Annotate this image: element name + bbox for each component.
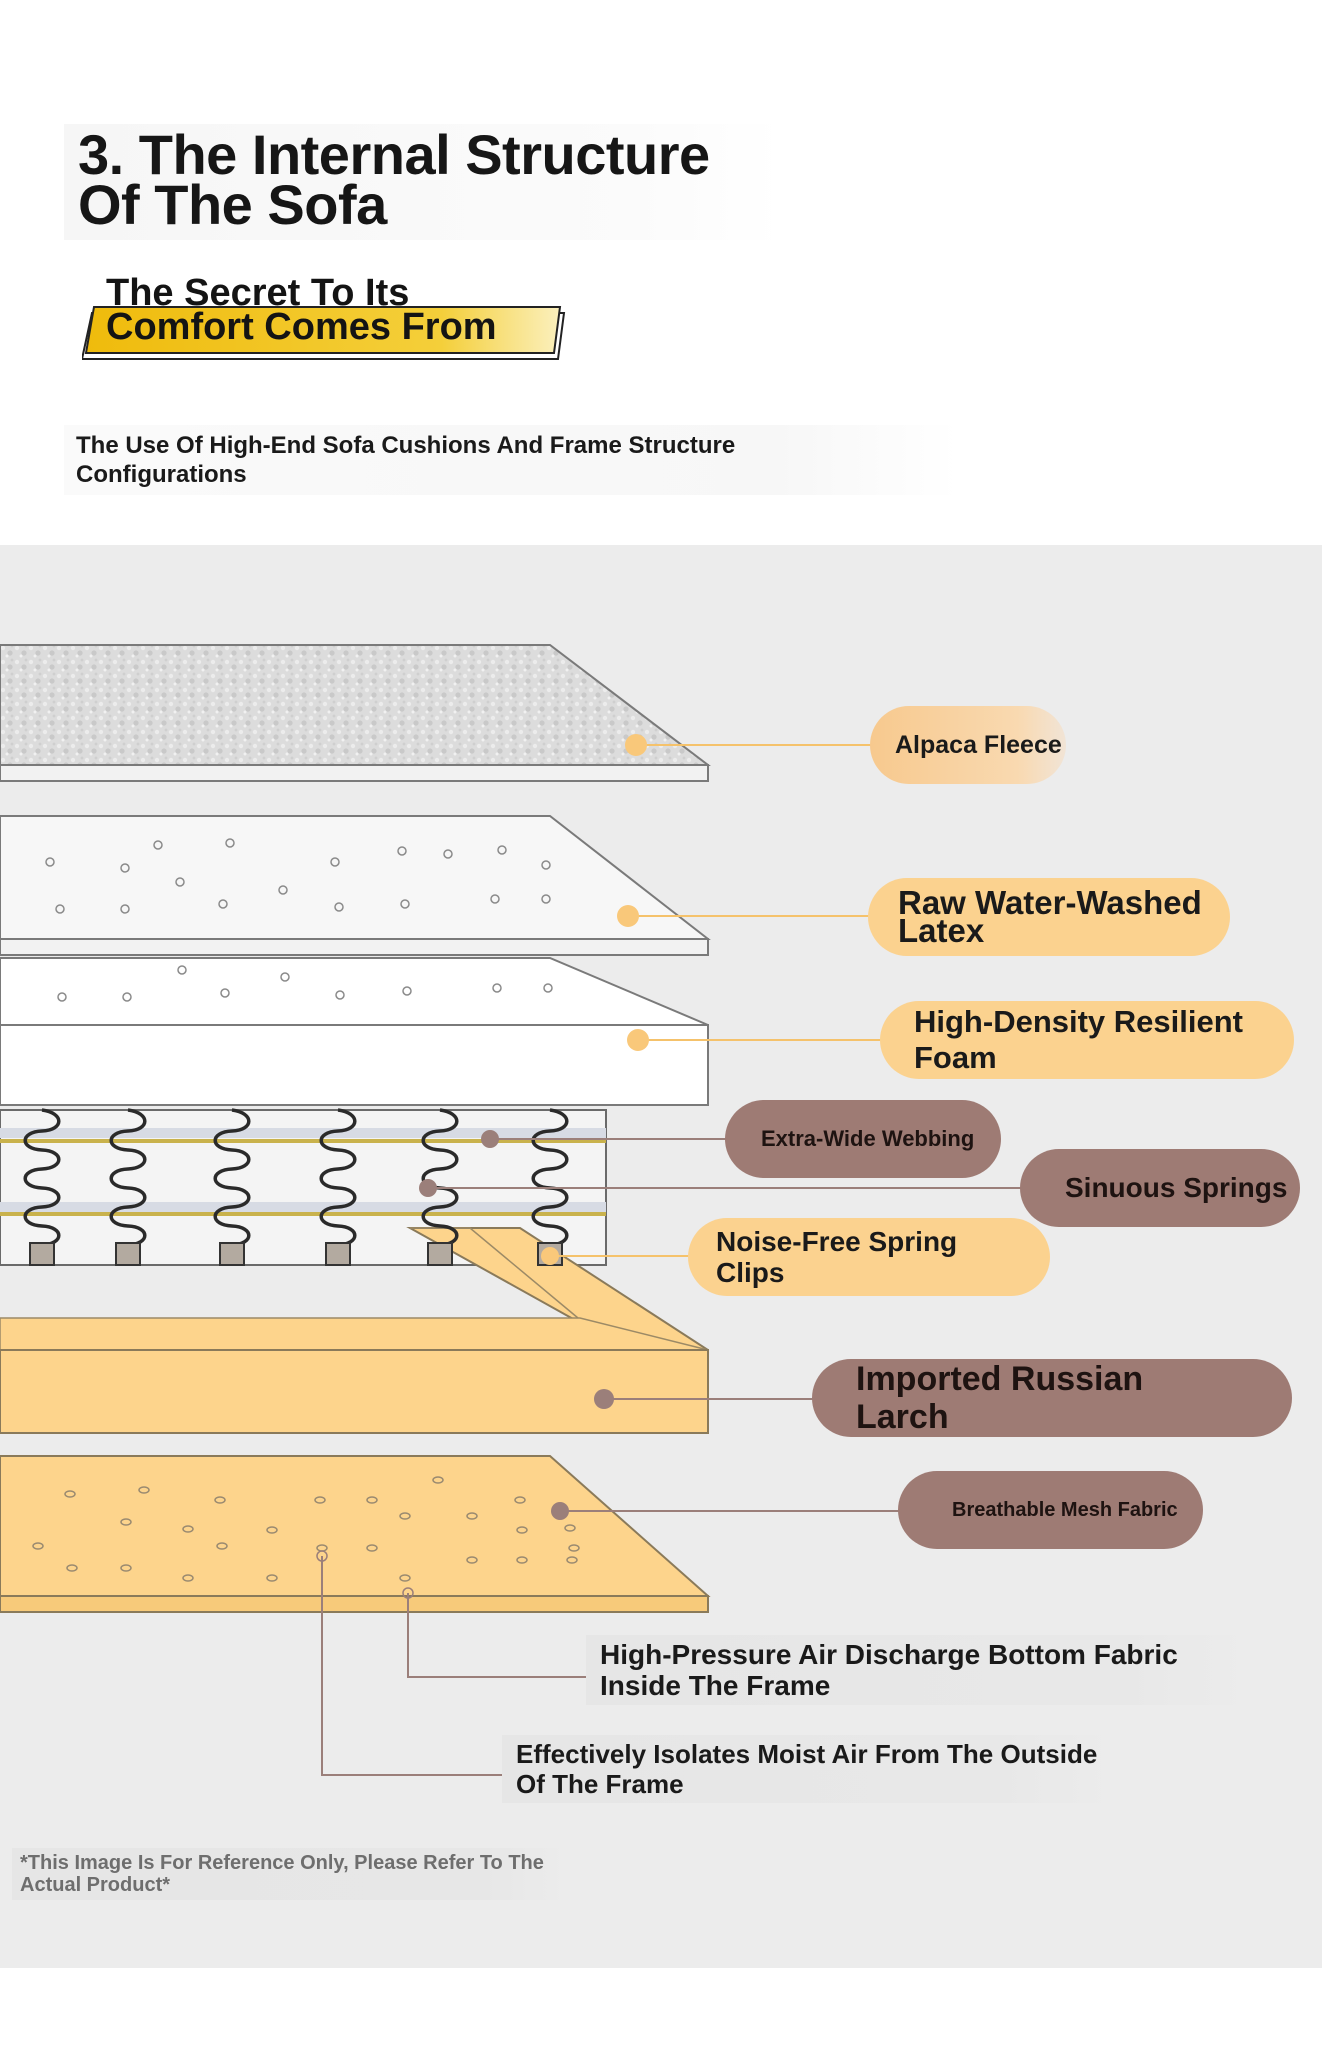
spring-clip: [325, 1242, 351, 1266]
subtitle-line-2: Configurations: [76, 461, 247, 488]
leader-dot-foam: [627, 1029, 649, 1051]
leader-dot-latex: [617, 905, 639, 927]
disclaimer-line-1: *This Image Is For Reference Only, Pleas…: [20, 1852, 544, 1874]
page-title: 3. The Internal Structure Of The Sofa: [64, 124, 782, 240]
spring-coil: [421, 1108, 459, 1247]
disclaimer-line-2: Actual Product*: [20, 1874, 171, 1896]
leader-dot-larch: [594, 1389, 614, 1409]
subtitle: The Use Of High-End Sofa Cushions And Fr…: [64, 425, 958, 495]
label-breathable-mesh-fabric: Breathable Mesh Fabric: [898, 1471, 1203, 1549]
label-sinuous-springs: Sinuous Springs: [1020, 1149, 1300, 1227]
spring-clip: [29, 1242, 55, 1266]
banner-shape: [82, 306, 566, 360]
label-high-density-foam: High-Density Resilient Foam: [880, 1001, 1294, 1079]
leader-dot-mesh: [551, 1502, 569, 1520]
leader-lines: [316, 734, 1030, 1776]
label-extra-wide-webbing: Extra-Wide Webbing: [725, 1100, 1001, 1178]
larch-wood-frame: [0, 1227, 709, 1434]
banner-text-line-1: The Secret To Its: [106, 272, 410, 314]
banner-text-line-2: Comfort Comes From: [106, 306, 497, 348]
alpaca-fleece-layer: [0, 644, 711, 782]
leader-dot-clips: [541, 1247, 559, 1265]
label-imported-russian-larch: Imported Russian Larch: [812, 1359, 1292, 1437]
mesh-fabric-layer: [0, 1455, 711, 1613]
spring-clip: [219, 1242, 245, 1266]
leader-dot-webbing: [481, 1130, 499, 1148]
spring-coil: [319, 1108, 357, 1247]
spring-coil: [109, 1108, 147, 1247]
sofa-layers-diagram: [0, 644, 1030, 1776]
disclaimer: *This Image Is For Reference Only, Pleas…: [12, 1848, 568, 1900]
note-isolates-moist-air: Effectively Isolates Moist Air From The …: [502, 1735, 1118, 1803]
foam-layer: [0, 957, 709, 1106]
spring-coil: [213, 1108, 251, 1247]
structure-diagram-panel: Alpaca Fleece Raw Water-Washed Latex Hig…: [0, 545, 1322, 1968]
leader-dot-fleece: [625, 734, 647, 756]
leader-dot-springs: [419, 1179, 437, 1197]
spring-clip: [115, 1242, 141, 1266]
label-alpaca-fleece: Alpaca Fleece: [870, 706, 1066, 784]
spring-clip: [427, 1242, 453, 1266]
title-line-2: Of The Sofa: [78, 173, 387, 236]
spring-coil: [23, 1108, 61, 1247]
spring-coil: [531, 1108, 569, 1247]
subtitle-line-1: The Use Of High-End Sofa Cushions And Fr…: [76, 432, 736, 459]
label-raw-water-washed-latex: Raw Water-Washed Latex: [868, 878, 1230, 956]
label-noise-free-spring-clips: Noise-Free Spring Clips: [688, 1218, 1050, 1296]
title-line-1: 3. The Internal Structure: [78, 123, 710, 186]
note-air-discharge-fabric: High-Pressure Air Discharge Bottom Fabri…: [586, 1635, 1254, 1705]
highlight-banner: The Secret To Its Comfort Comes From: [82, 272, 572, 365]
latex-layer: [0, 815, 711, 956]
